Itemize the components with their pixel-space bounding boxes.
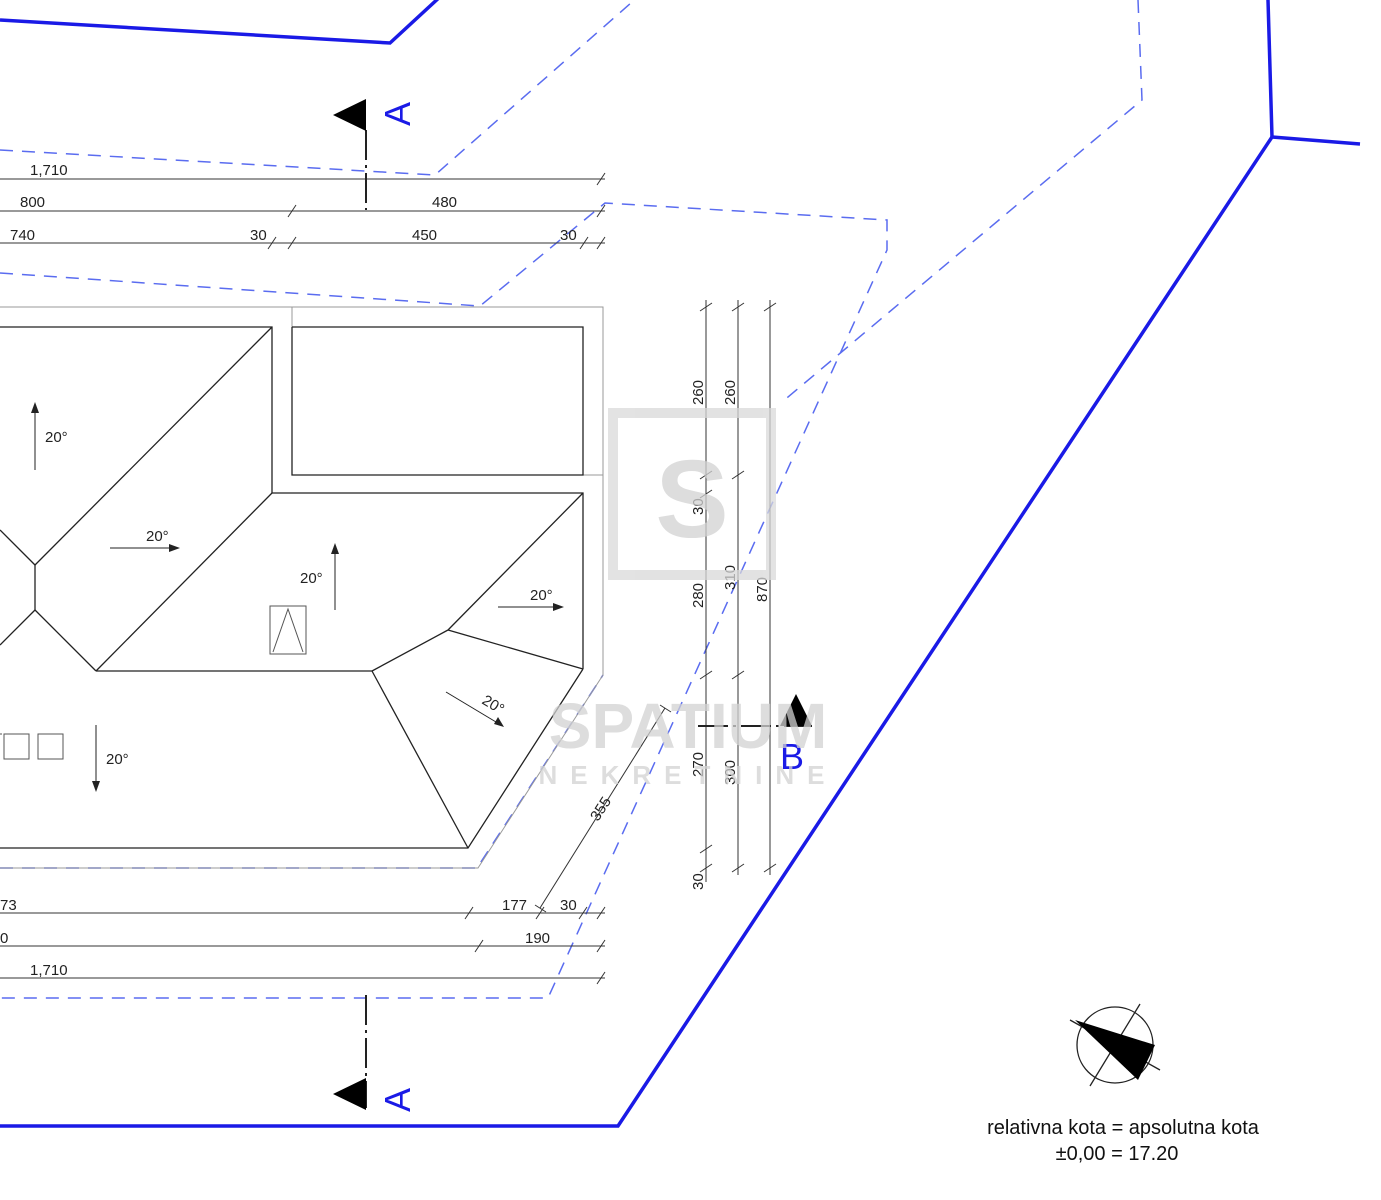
slope-arrows: [31, 402, 564, 792]
watermark-subtitle: NEKRETNINE: [538, 760, 837, 790]
bottom-dimension-lines: [0, 906, 606, 985]
top-dimension-labels: 1,710 800 480 740 30 450 30: [10, 162, 577, 244]
slope-label-6: 20°: [106, 751, 129, 768]
section-label-a-bottom: A: [377, 1088, 418, 1112]
dim-top-right: 480: [432, 194, 457, 211]
dim-top-left: 800: [20, 194, 45, 211]
dim-v1-c: 280: [690, 583, 707, 608]
dim-v1-b: 30: [690, 498, 707, 515]
north-arrow-icon: [1069, 1003, 1161, 1087]
elevation-note-line2: ±0,00 = 17.20: [1056, 1143, 1179, 1165]
slope-label-1: 20°: [45, 429, 68, 446]
dim-v1-a: 260: [690, 380, 707, 405]
dim-top-b: 30: [250, 227, 267, 244]
dim-v1-e: 30: [690, 873, 707, 890]
building-roof-plan: [0, 306, 604, 869]
dim-v1-d: 270: [690, 752, 707, 777]
section-label-b: B: [780, 736, 804, 777]
elevation-note-line1: relativna kota = apsolutna kota: [987, 1117, 1260, 1139]
dim-top-d: 30: [560, 227, 577, 244]
slope-label-4: 20°: [530, 587, 553, 604]
watermark-letter: S: [655, 438, 728, 561]
dim-top-total: 1,710: [30, 162, 68, 179]
dim-bottom-right: 190: [525, 930, 550, 947]
section-line-a: [333, 99, 367, 1110]
dim-diagonal: 355: [587, 794, 615, 824]
vertical-dimension-lines: [699, 300, 777, 882]
dim-top-c: 450: [412, 227, 437, 244]
dim-bottom-c: 30: [560, 897, 577, 914]
dim-v3-total: 870: [754, 577, 771, 602]
dim-bottom-a: 73: [0, 897, 17, 914]
skylight-symbol: [269, 605, 307, 655]
plot-boundary: [0, 0, 1361, 1128]
bottom-dimension-labels: 73 177 30 0 190 1,710: [0, 897, 577, 979]
slope-label-2: 20°: [146, 528, 169, 545]
section-line-b: [698, 694, 812, 727]
dim-v2-c: 300: [722, 760, 739, 785]
dim-bottom-total: 1,710: [30, 962, 68, 979]
watermark-logo: S SPATIUM NEKRETNINE: [538, 408, 837, 790]
dim-v2-a: 260: [722, 380, 739, 405]
top-dimension-lines: [0, 172, 606, 250]
dim-bottom-b: 177: [502, 897, 527, 914]
dim-top-a: 740: [10, 227, 35, 244]
section-label-a-top: A: [377, 102, 418, 126]
watermark-title: SPATIUM: [549, 690, 828, 762]
slope-labels: 20° 20° 20° 20° 20° 20°: [45, 429, 553, 768]
slope-label-3: 20°: [300, 570, 323, 587]
diagonal-dimension: [534, 704, 672, 913]
small-squares: [0, 733, 64, 760]
dim-bottom-left: 0: [0, 930, 8, 947]
